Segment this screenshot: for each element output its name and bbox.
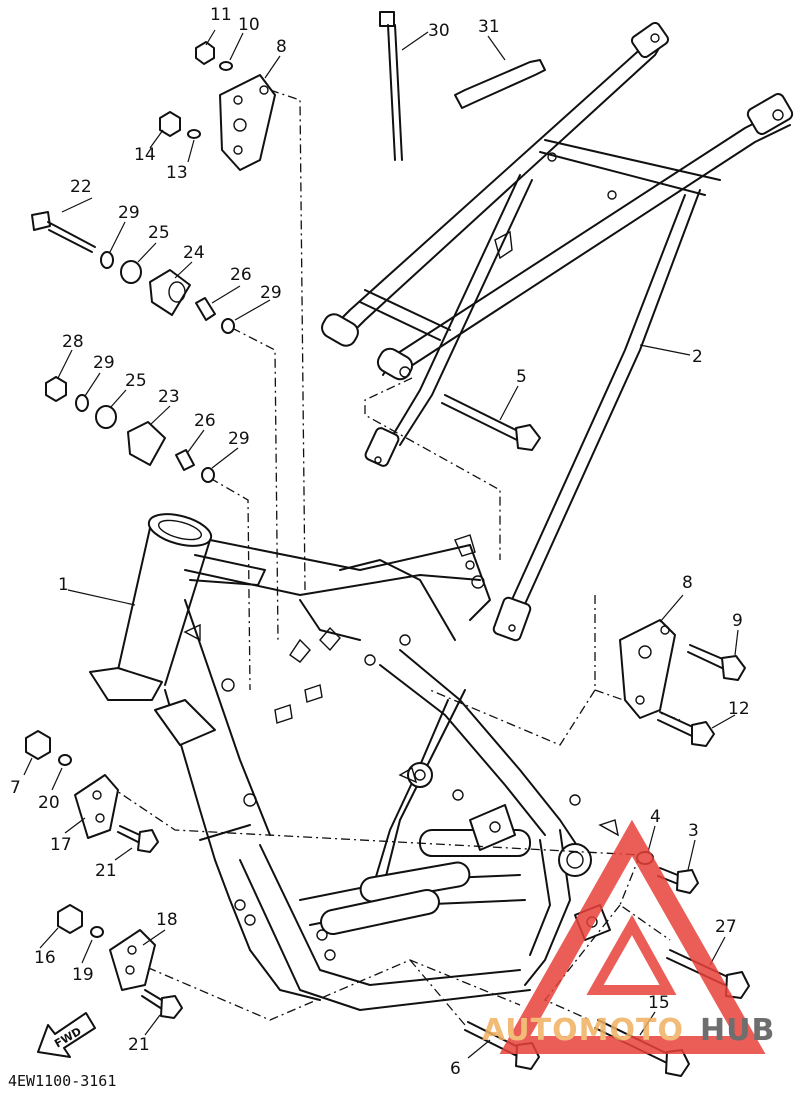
callout-30: 30 <box>428 21 450 41</box>
callout-11: 11 <box>210 5 232 25</box>
callout-23: 23 <box>158 387 180 407</box>
callout-13: 13 <box>166 163 188 183</box>
callout-6: 6 <box>450 1059 461 1079</box>
callout-18: 18 <box>156 910 178 930</box>
callout-29-c: 29 <box>93 353 115 373</box>
callout-20: 20 <box>38 793 60 813</box>
callout-17: 17 <box>50 835 72 855</box>
callout-19: 19 <box>72 965 94 985</box>
callout-10: 10 <box>238 15 260 35</box>
callout-3: 3 <box>688 821 699 841</box>
watermark-logo: AUTOMOTO HUB <box>482 819 775 1054</box>
callout-21-a: 21 <box>95 861 117 881</box>
callout-29-b: 29 <box>260 283 282 303</box>
drawing-code: 4EW1100-3161 <box>8 1072 116 1090</box>
watermark-text-hub: HUB <box>700 1013 775 1048</box>
callout-12: 12 <box>728 699 750 719</box>
callout-21-b: 21 <box>128 1035 150 1055</box>
callout-24: 24 <box>183 243 205 263</box>
callout-8-top: 8 <box>276 37 287 57</box>
callout-22: 22 <box>70 177 92 197</box>
callout-16: 16 <box>34 948 56 968</box>
callout-1: 1 <box>58 575 69 595</box>
callout-8-right: 8 <box>682 573 693 593</box>
watermark-text-automoto: AUTOMOTO <box>482 1013 684 1048</box>
callout-26-a: 26 <box>230 265 252 285</box>
watermark-triangle-icon <box>499 819 766 1054</box>
main-frame <box>89 513 619 1011</box>
callout-29-a: 29 <box>118 203 140 223</box>
callout-2: 2 <box>692 347 703 367</box>
callout-9: 9 <box>732 611 743 631</box>
callout-14: 14 <box>134 145 156 165</box>
callout-5: 5 <box>516 367 527 387</box>
callout-27: 27 <box>715 917 737 937</box>
callout-15: 15 <box>648 993 670 1013</box>
callout-labels: 11 10 8 14 13 22 29 25 24 26 29 28 29 25… <box>10 5 750 1079</box>
callout-31: 31 <box>478 17 500 37</box>
rear-subframe <box>321 21 794 642</box>
fwd-arrow: FWD <box>37 1012 96 1058</box>
leader-lines <box>23 29 739 1059</box>
callout-26-b: 26 <box>194 411 216 431</box>
callout-28: 28 <box>62 332 84 352</box>
callout-4: 4 <box>650 807 661 827</box>
callout-7: 7 <box>10 778 21 798</box>
callout-25-b: 25 <box>125 371 147 391</box>
watermark-inner-mark-icon <box>586 914 677 995</box>
callout-25-a: 25 <box>148 223 170 243</box>
callout-29-d: 29 <box>228 429 250 449</box>
